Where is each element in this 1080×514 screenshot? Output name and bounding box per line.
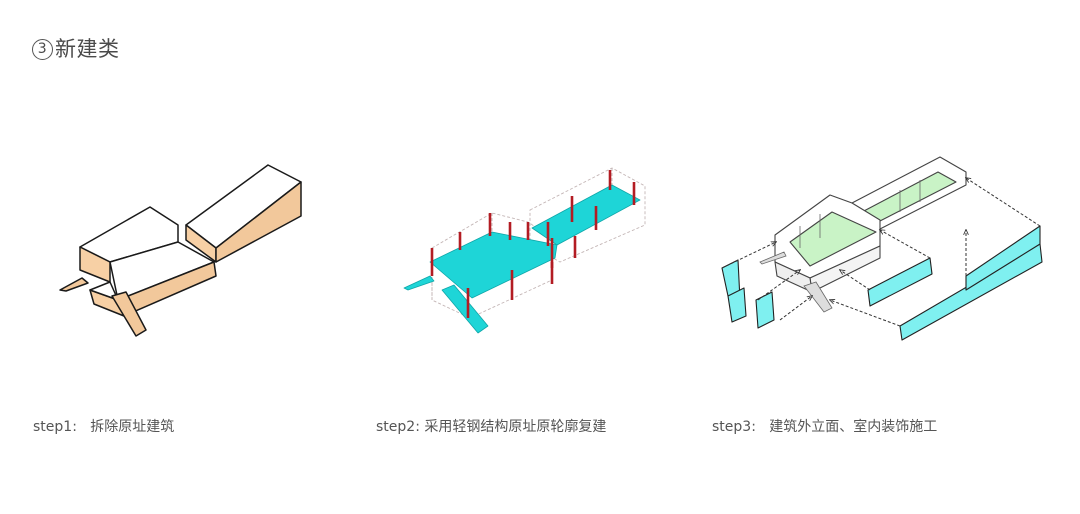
lower-interior-floor	[789, 211, 877, 267]
stair-ramp	[111, 291, 147, 337]
steel-canopy	[403, 275, 435, 291]
step3-text: 建筑外立面、室内装饰施工	[769, 419, 938, 435]
right-block-front	[215, 181, 302, 263]
facade-panel-left-2	[727, 287, 747, 323]
facade-panel-mid	[867, 257, 933, 307]
step2-diagram	[403, 167, 646, 334]
steel-stair	[441, 284, 489, 334]
step1-text: 拆除原址建筑	[90, 419, 175, 435]
canopy	[59, 277, 89, 292]
step2-caption: step2: 采用轻钢结构原址原轮廓复建	[376, 417, 606, 437]
step1-caption: step1: 拆除原址建筑	[33, 417, 174, 437]
step3-caption: step3: 建筑外立面、室内装饰施工	[712, 417, 937, 437]
steel-floor-lower	[429, 231, 558, 299]
step2-label: step2:	[376, 419, 420, 435]
facade-panel-right-long	[899, 243, 1043, 341]
step3-diagram	[721, 156, 1043, 341]
step1-label: step1:	[33, 419, 77, 435]
lower-body-roof	[89, 281, 119, 301]
section-title-text: 新建类	[55, 37, 120, 61]
step2-text: 采用轻钢结构原址原轮廓复建	[424, 419, 607, 435]
facade-panel-corner	[755, 291, 775, 329]
facade-panel-right-upper	[965, 225, 1041, 291]
step3-label: step3:	[712, 419, 756, 435]
circled-number: 3	[32, 39, 53, 60]
step1-diagram	[59, 164, 302, 337]
